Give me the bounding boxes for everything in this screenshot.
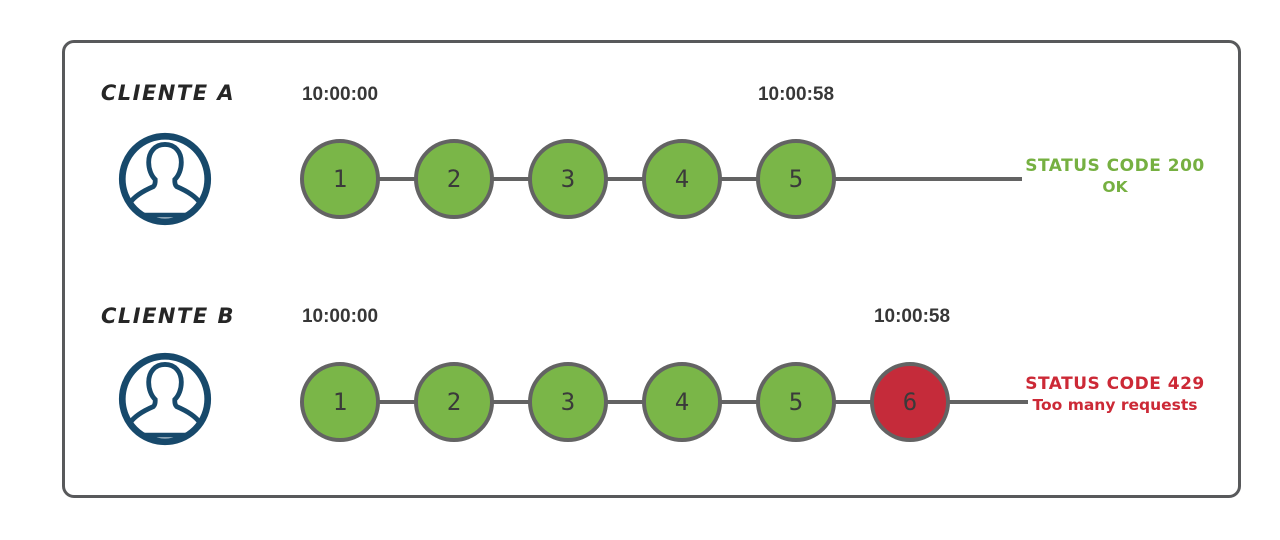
request-node: 6: [870, 362, 950, 442]
row-a-start-time: 10:00:00: [301, 84, 379, 105]
request-node: 2: [414, 139, 494, 219]
row-a-status: STATUS CODE 200 OK: [1000, 156, 1230, 197]
client-b-label: CLIENTE B: [100, 304, 235, 328]
status-code-text: STATUS CODE 200: [1025, 156, 1205, 176]
row-a-requests: 1 2 3 4 5: [300, 139, 836, 219]
status-desc-text: Too many requests: [1032, 396, 1198, 414]
avatar-ring: [118, 352, 212, 446]
request-node: 4: [642, 139, 722, 219]
user-avatar-icon: [118, 352, 212, 446]
avatar-ring: [118, 132, 212, 226]
request-node: 1: [300, 362, 380, 442]
user-avatar-icon: [118, 132, 212, 226]
row-a-end-time: 10:00:58: [757, 84, 835, 105]
row-b-end-time: 10:00:58: [873, 306, 951, 327]
request-node: 5: [756, 139, 836, 219]
status-code-text: STATUS CODE 429: [1025, 374, 1205, 394]
request-node: 2: [414, 362, 494, 442]
row-b-start-time: 10:00:00: [301, 306, 379, 327]
request-node: 5: [756, 362, 836, 442]
row-b-status: STATUS CODE 429 Too many requests: [1000, 374, 1230, 415]
request-node: 3: [528, 139, 608, 219]
status-desc-text: OK: [1102, 178, 1128, 196]
person-silhouette: [127, 362, 203, 438]
request-node: 3: [528, 362, 608, 442]
request-node: 4: [642, 362, 722, 442]
person-silhouette: [127, 142, 203, 218]
row-b-requests: 1 2 3 4 5 6: [300, 362, 950, 442]
request-node: 1: [300, 139, 380, 219]
client-a-label: CLIENTE A: [100, 81, 236, 105]
